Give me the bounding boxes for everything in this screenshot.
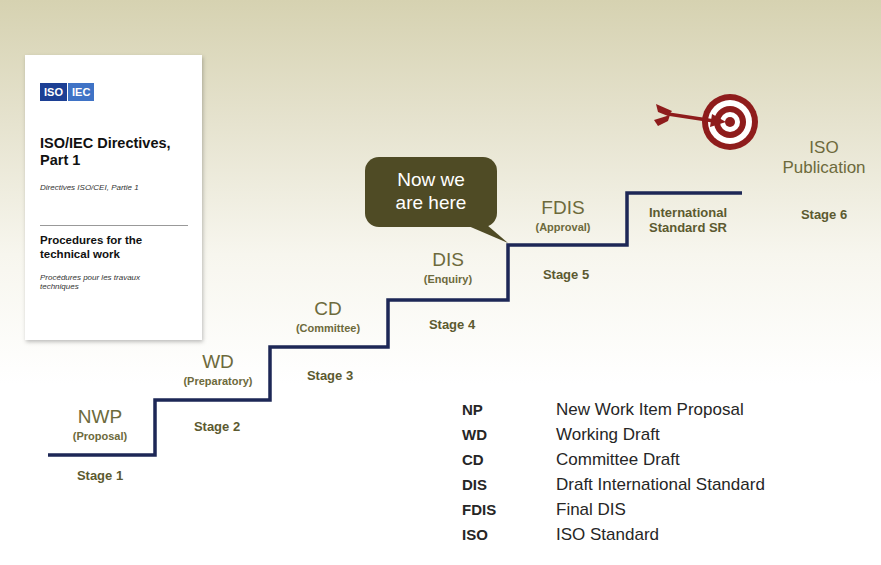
stage-number: Stage 3: [307, 369, 353, 384]
stage-number: Stage 4: [429, 318, 475, 333]
callout-text: Now we are here: [387, 169, 475, 215]
callout-bubble: Now we are here: [365, 157, 497, 227]
arrow-head: [710, 114, 726, 127]
stage-name: NWP: [78, 406, 122, 428]
table-cell: WD: [462, 426, 487, 443]
stage-number: Stage 6: [801, 208, 847, 223]
document-cover: ISOIEC ISO/IEC Directives, Part 1 Directiv…: [25, 55, 202, 340]
stage-name: DIS: [432, 249, 464, 271]
table-cell: NP: [462, 401, 483, 418]
document-subheading: Procédures pour les travaux techniques: [40, 273, 162, 291]
table-cell: ISO: [462, 526, 488, 543]
stage-number: Stage 1: [77, 469, 123, 484]
document-heading: Procedures for the technical work: [40, 225, 188, 262]
stage-name: ISO Publication: [776, 138, 872, 177]
logo-text: ISO: [40, 83, 67, 101]
table-cell: ISO Standard: [556, 525, 659, 545]
arrow-feather: [654, 115, 670, 126]
stage-phase: (Preparatory): [183, 375, 252, 388]
stage-phase: (Committee): [296, 322, 360, 335]
stage-phase: (Approval): [536, 221, 591, 234]
arrow-symbol: [654, 104, 726, 127]
table-cell: Working Draft: [556, 425, 660, 445]
target-ring: [725, 117, 735, 127]
stage-name: International Standard SR: [638, 206, 738, 236]
stage-number: Stage 2: [194, 420, 240, 435]
logo-text: IEC: [68, 83, 94, 101]
document-subtitle: Directives ISO/CEI, Partie 1: [40, 183, 190, 192]
arrow-shaft: [668, 114, 714, 121]
table-cell: Final DIS: [556, 500, 626, 520]
table-cell: DIS: [462, 476, 487, 493]
stage-name: CD: [314, 298, 341, 320]
table-cell: Draft International Standard: [556, 475, 765, 495]
table-cell: FDIS: [462, 501, 496, 518]
arrow-feather: [656, 104, 672, 116]
stage-number: Stage 5: [543, 268, 589, 283]
document-title: ISO/IEC Directives, Part 1: [40, 135, 172, 170]
table-cell: Committee Draft: [556, 450, 680, 470]
stage-phase: (Enquiry): [424, 273, 472, 286]
table-cell: CD: [462, 451, 484, 468]
stage-name: WD: [202, 351, 234, 373]
stage-name: FDIS: [541, 197, 584, 219]
target-ring: [708, 100, 752, 144]
stage-phase: (Proposal): [73, 430, 127, 443]
table-cell: New Work Item Proposal: [556, 400, 744, 420]
